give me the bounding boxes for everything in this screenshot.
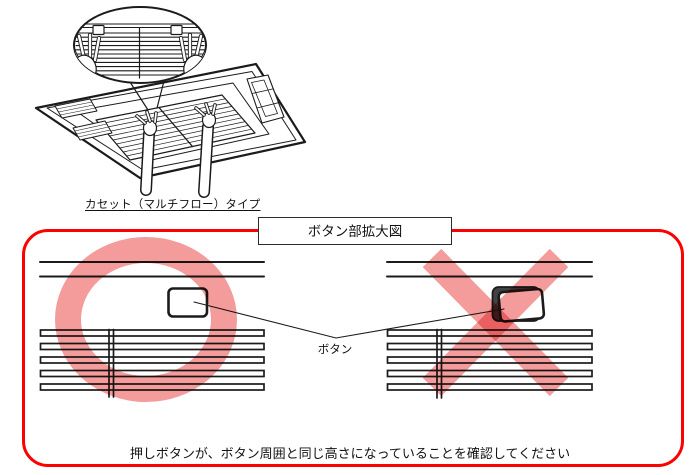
instruction-text: 押しボタンが、ボタン周囲と同じ高さになっていることを確認してください <box>129 446 571 461</box>
corner-vent-bottom-left <box>72 120 113 141</box>
ceiling-cassette-illustration <box>34 6 307 198</box>
circle-mark-icon <box>55 237 237 402</box>
cassette-unit <box>34 62 307 198</box>
inset-button-right <box>170 24 183 36</box>
enlarged-view-title: ボタン部拡大図 <box>258 217 452 245</box>
button-leader-line <box>193 301 505 339</box>
left-arm <box>135 110 158 196</box>
illustration-caption: カセット（マルチフロー）タイプ <box>85 199 261 211</box>
corner-vent-right <box>246 74 285 124</box>
right-arm <box>194 102 217 198</box>
cross-mark-icon <box>422 248 569 397</box>
button-callout-label: ボタン <box>317 344 353 356</box>
corner-vent-left <box>54 98 98 119</box>
callout-tail <box>129 80 165 111</box>
magnified-grille-inset <box>73 6 207 84</box>
inset-button-left <box>92 24 105 36</box>
push-button-flush <box>167 287 209 318</box>
